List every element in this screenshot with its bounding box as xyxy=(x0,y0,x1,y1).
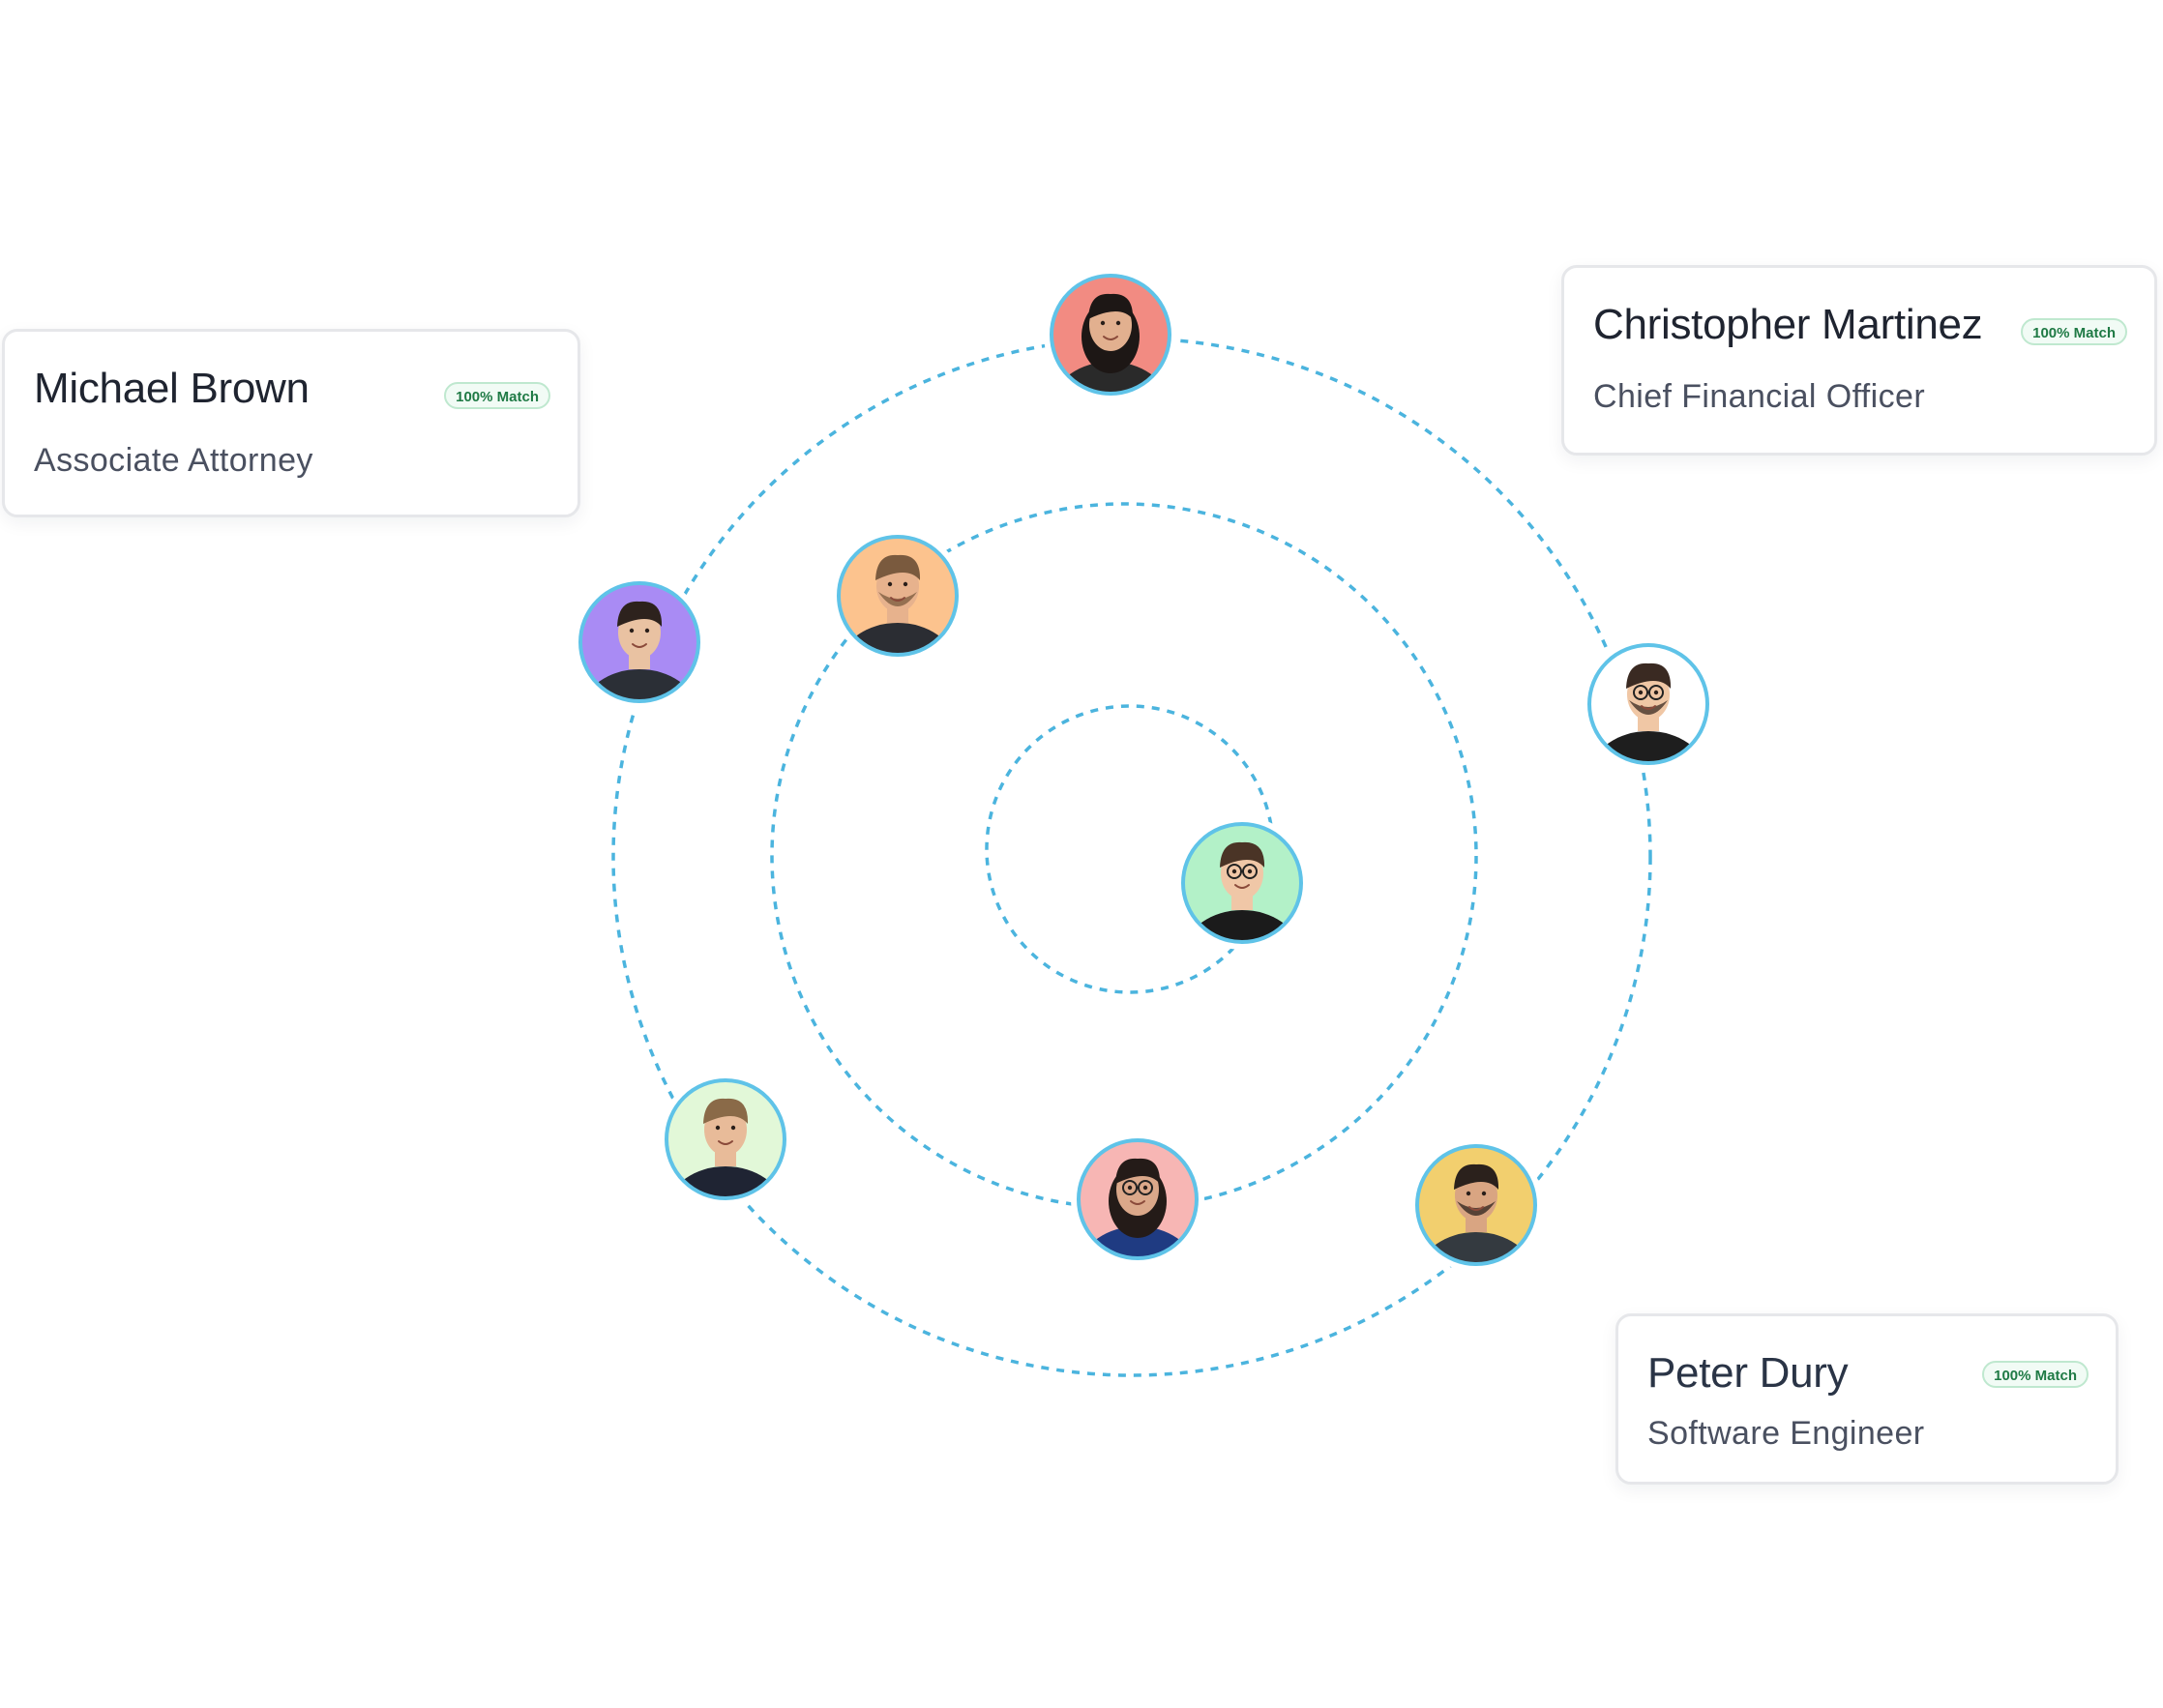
avatar-eye xyxy=(644,628,650,633)
match-badge: 100% Match xyxy=(2021,318,2127,345)
avatar-border xyxy=(1587,643,1709,765)
avatar-mouth xyxy=(1468,1206,1484,1211)
avatar-border xyxy=(1181,822,1303,944)
avatar-border xyxy=(1050,274,1171,396)
avatar-eye xyxy=(887,581,893,587)
avatar-hair xyxy=(703,1098,749,1124)
avatar-hair xyxy=(1454,1163,1499,1190)
avatar-eye xyxy=(1231,869,1237,874)
avatar-hair xyxy=(875,554,921,580)
avatar-top-woman[interactable] xyxy=(1044,268,1177,443)
avatar-shirt xyxy=(1054,362,1167,394)
profile-card-peter-dury[interactable]: Peter Dury 100% Match Software Engineer xyxy=(1615,1313,2119,1485)
avatar-bottom-left-man[interactable] xyxy=(659,1073,792,1248)
avatar-hair xyxy=(1626,663,1672,689)
avatar-mouth xyxy=(1234,884,1250,889)
profile-role: Chief Financial Officer xyxy=(1593,378,1926,415)
avatar-beard xyxy=(1457,1201,1496,1216)
avatar-mouth xyxy=(632,643,647,648)
avatar-mouth xyxy=(718,1140,733,1145)
avatar-left-man[interactable] xyxy=(573,575,706,751)
avatar-right-man[interactable] xyxy=(1582,637,1715,812)
avatar-eye xyxy=(1653,690,1659,695)
avatar-hair xyxy=(617,601,663,627)
avatar-eye xyxy=(1100,320,1106,326)
orbit-outer xyxy=(611,337,1652,1377)
avatar-mid-upper-man[interactable] xyxy=(831,529,964,704)
avatar-bottom-woman[interactable] xyxy=(1071,1133,1204,1308)
avatar-shirt xyxy=(1186,910,1298,942)
profile-name: Michael Brown xyxy=(34,365,310,412)
avatar-beard xyxy=(878,592,917,606)
avatar-mouth xyxy=(1641,705,1656,710)
avatar-shirt xyxy=(583,669,696,701)
avatar-eye xyxy=(715,1125,721,1131)
avatar-eye xyxy=(1142,1185,1148,1191)
avatar-eye xyxy=(1481,1191,1487,1196)
profile-role: Software Engineer xyxy=(1647,1415,1925,1452)
avatar-shirt xyxy=(1592,731,1704,763)
avatar-eye xyxy=(903,581,908,587)
match-badge: 100% Match xyxy=(444,382,550,409)
match-badge: 100% Match xyxy=(1982,1361,2089,1388)
avatar-border xyxy=(665,1078,786,1200)
profile-role: Associate Attorney xyxy=(34,442,313,479)
profile-name: Peter Dury xyxy=(1647,1349,1849,1397)
avatar-eye xyxy=(1247,869,1253,874)
avatar-eye xyxy=(1127,1185,1133,1191)
avatar-mouth xyxy=(1103,336,1118,340)
avatar-shirt xyxy=(1420,1232,1532,1264)
avatar-eye xyxy=(1638,690,1644,695)
avatar-mouth xyxy=(1130,1200,1145,1205)
avatar-shirt xyxy=(1082,1226,1194,1258)
avatar-center-man[interactable] xyxy=(1175,816,1309,991)
avatar-hair xyxy=(1088,293,1134,319)
avatar-eye xyxy=(629,628,635,633)
profile-name: Christopher Martinez xyxy=(1593,301,1983,348)
avatar-eye xyxy=(730,1125,736,1131)
profile-card-christopher-martinez[interactable]: Christopher Martinez 100% Match Chief Fi… xyxy=(1561,265,2157,456)
avatar-eye xyxy=(1466,1191,1471,1196)
avatars-layer xyxy=(573,268,1715,1313)
avatar-border xyxy=(837,535,959,657)
avatar-hair xyxy=(1115,1158,1161,1184)
orbit-middle xyxy=(770,502,1478,1210)
avatar-border xyxy=(1415,1144,1537,1266)
avatar-border xyxy=(578,581,700,703)
avatar-border xyxy=(1077,1138,1199,1260)
avatar-hair xyxy=(1220,841,1265,868)
avatar-shirt xyxy=(669,1166,782,1198)
avatar-shirt xyxy=(842,623,954,655)
avatar-eye xyxy=(1115,320,1121,326)
avatar-beard xyxy=(1629,700,1668,715)
avatar-mouth xyxy=(890,597,905,602)
avatar-bottom-right-man[interactable] xyxy=(1409,1138,1543,1313)
profile-card-michael-brown[interactable]: Michael Brown 100% Match Associate Attor… xyxy=(2,329,580,517)
